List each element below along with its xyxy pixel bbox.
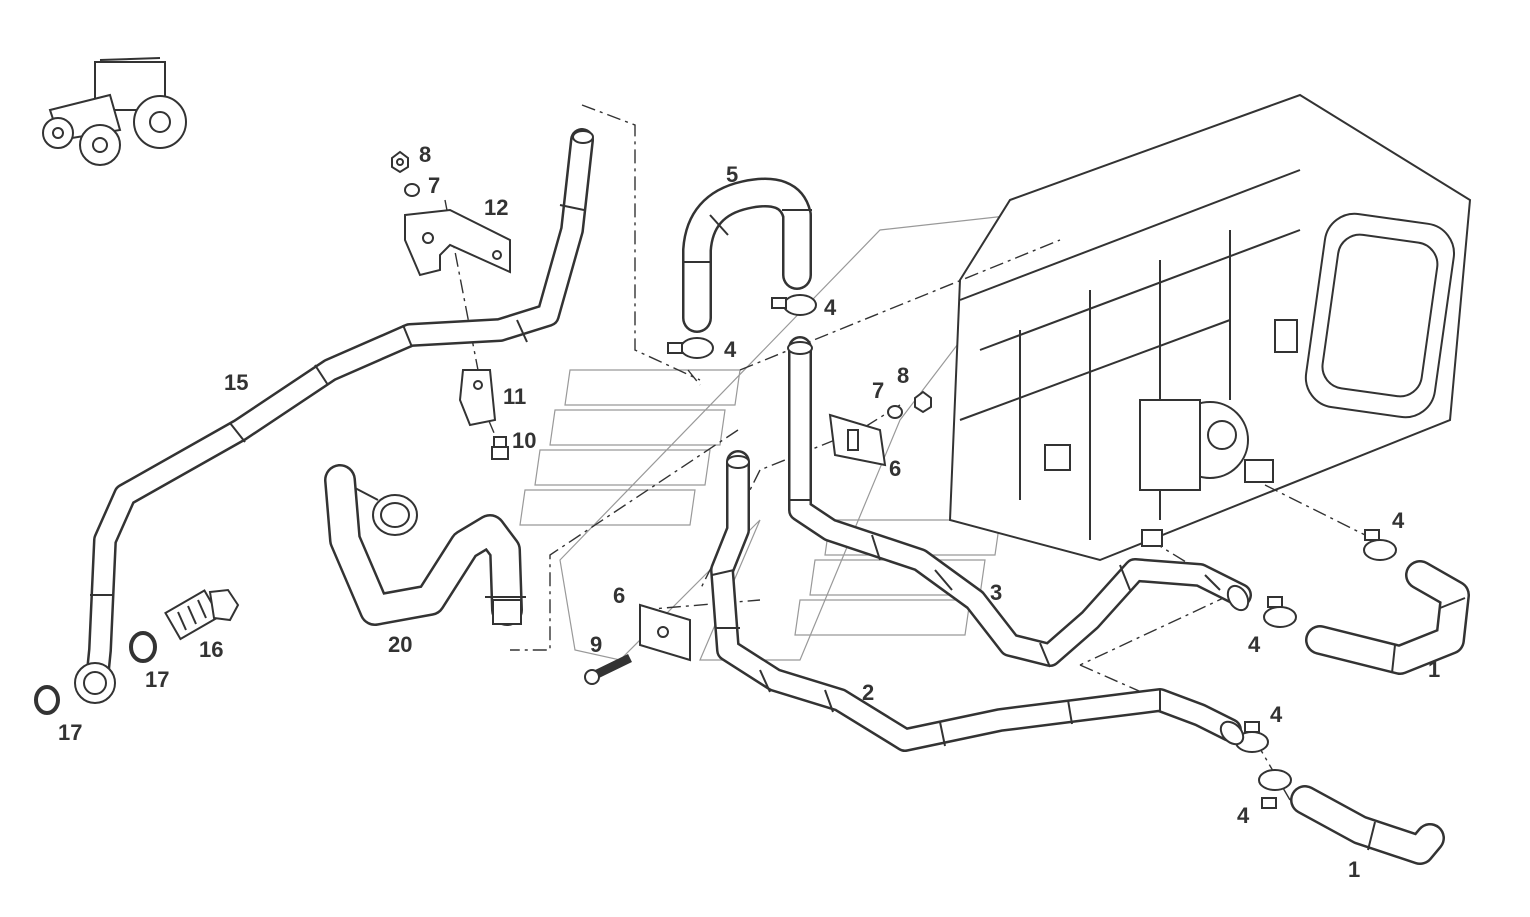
callout-15: 15	[224, 370, 248, 395]
callout-1-lower: 1	[1348, 857, 1360, 882]
callout-16: 16	[199, 637, 223, 662]
callout-7-lower: 7	[872, 378, 884, 403]
callout-8-upper: 8	[419, 142, 431, 167]
callout-9: 9	[590, 632, 602, 657]
washer-7-upper	[404, 183, 420, 197]
callout-4-right-middle: 4	[1248, 632, 1261, 657]
callout-7-upper: 7	[428, 173, 440, 198]
callout-10: 10	[512, 428, 536, 453]
callout-20: 20	[388, 632, 412, 657]
hose-1-lower	[1290, 785, 1445, 865]
nut-8-upper	[391, 150, 409, 174]
callout-4-right-lower: 4	[1270, 702, 1283, 727]
callout-4-top-left: 4	[724, 337, 737, 362]
callout-labels: 1 1 2 3 4 4 4 4 4 4 5 6 6 7 7 8 8 9 10 1…	[58, 142, 1440, 882]
callout-4-right-upper: 4	[1392, 508, 1405, 533]
hose-15	[74, 128, 594, 704]
callout-8-lower: 8	[897, 363, 909, 388]
callout-3: 3	[990, 580, 1002, 605]
callout-2: 2	[862, 680, 874, 705]
bracket-12	[404, 208, 511, 277]
screw-9	[584, 653, 632, 685]
callout-4-bottom: 4	[1237, 803, 1250, 828]
hose-1-upper	[1305, 560, 1470, 675]
seal-washer-17-right	[129, 631, 157, 663]
hose-20	[324, 464, 526, 626]
hose-3	[787, 336, 1252, 668]
nut-8-lower	[914, 390, 932, 414]
callout-17-right: 17	[145, 667, 169, 692]
callout-12: 12	[484, 195, 508, 220]
tractor-icon	[42, 57, 187, 166]
callout-6-upper: 6	[889, 456, 901, 481]
callout-5: 5	[726, 162, 738, 187]
clip-6-lower	[639, 603, 691, 662]
banjo-bolt-16	[164, 588, 240, 641]
clip-11	[458, 369, 497, 427]
callout-4-top-right: 4	[824, 295, 837, 320]
callout-1-upper: 1	[1428, 657, 1440, 682]
callout-6-lower: 6	[613, 583, 625, 608]
seal-washer-17-left	[34, 685, 60, 715]
hose-5	[682, 177, 812, 333]
callout-11: 11	[503, 384, 526, 409]
clip-6-upper	[828, 413, 887, 467]
washer-7-lower	[887, 405, 903, 419]
callout-17-left: 17	[58, 720, 82, 745]
hose-2	[710, 450, 1242, 752]
hose-fittings	[1141, 529, 1250, 746]
bolt-10	[491, 436, 509, 460]
heater-housing	[948, 93, 1472, 562]
